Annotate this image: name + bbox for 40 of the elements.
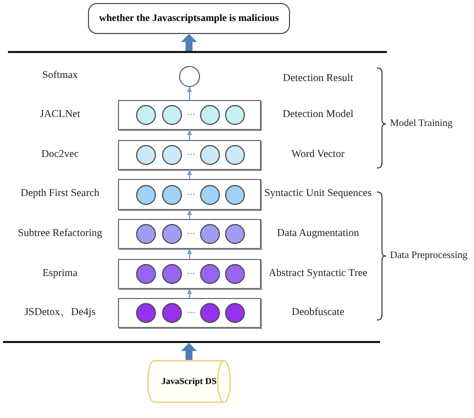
layer-description: Abstract Syntactic Tree (268, 268, 368, 280)
layer-box (118, 100, 261, 130)
arrow (187, 289, 192, 298)
arrow (181, 343, 197, 360)
arrow (187, 210, 192, 219)
database-label: JavaScript DS (161, 374, 217, 388)
result-box: whether the Javascriptsample is malicious (88, 3, 290, 34)
layer-description: Detection Result (282, 74, 354, 84)
layer-label: Subtree Refactoring (18, 228, 102, 240)
ellipsis: ··· (187, 111, 195, 119)
ellipsis: ··· (187, 230, 195, 238)
arrow (187, 249, 192, 259)
layer-description: Syntactic Unit Sequences (264, 189, 372, 200)
layer-box (118, 219, 261, 249)
arrow (181, 34, 197, 51)
layer-description: Word Vector (292, 150, 344, 160)
layer-box (118, 140, 261, 170)
arrow (187, 130, 192, 140)
layer-description: Detection Model (282, 110, 354, 120)
ellipsis: ··· (187, 190, 195, 198)
layer-label: Depth First Search (20, 189, 100, 200)
layer-description: Deobfuscate (292, 308, 344, 318)
divider-line (3, 341, 380, 343)
ellipsis: ··· (187, 309, 195, 317)
layer-label: JACLNet (40, 110, 80, 120)
arrow (187, 87, 192, 100)
layer-label: Softmax (42, 70, 78, 82)
layer-box (118, 179, 261, 210)
layer-label: JSDetox、De4js (24, 308, 96, 318)
ellipsis: ··· (187, 270, 195, 278)
arrow (187, 170, 192, 179)
layer-box (118, 298, 261, 328)
layer-label: Doc2vec (41, 150, 79, 160)
group-label: Data Preprocessing (390, 251, 468, 261)
layer-description: Data Augmentation (277, 228, 359, 240)
ellipsis: ··· (187, 151, 195, 159)
layer-label: Esprima (42, 268, 78, 280)
divider-line (8, 51, 387, 53)
layer-box (118, 259, 261, 289)
group-label: Model Training (390, 119, 453, 129)
